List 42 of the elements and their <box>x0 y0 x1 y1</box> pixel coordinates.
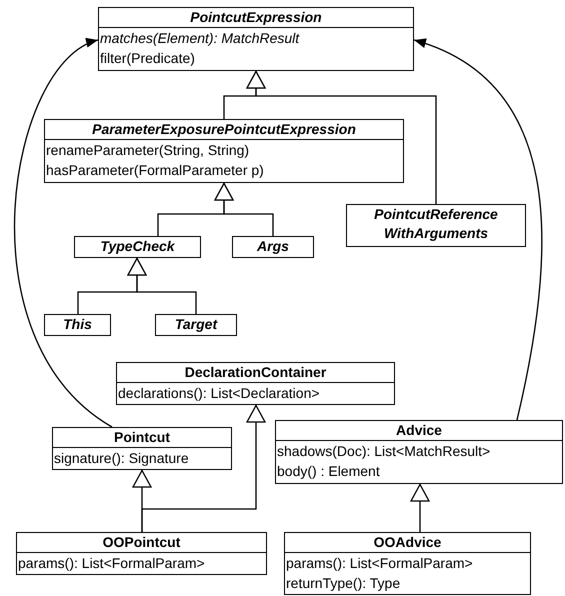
class-name: Pointcut <box>114 429 170 445</box>
method-signature: returnType(): Type <box>286 574 402 593</box>
association-arrow <box>14 39 112 428</box>
method-signature: renameParameter(String, String) <box>46 141 250 160</box>
class-box <box>98 7 414 71</box>
class-box <box>275 420 563 484</box>
class-box <box>52 427 232 470</box>
class-name: OOAdvice <box>374 534 442 550</box>
method-signature: shadows(Doc): List<MatchResult> <box>277 442 492 461</box>
class-box <box>284 532 531 595</box>
association-arrow <box>414 39 542 420</box>
class-name: PointcutExpression <box>190 9 322 25</box>
generalization-arrow <box>141 404 266 532</box>
generalization-arrow <box>246 70 437 204</box>
class-box <box>16 532 267 575</box>
method-signature: params(): List<FormalParam> <box>18 554 206 573</box>
class-name: This <box>63 316 92 332</box>
class-name: OOPointcut <box>102 534 180 550</box>
class-name: DeclarationContainer <box>184 364 326 380</box>
class-box <box>155 314 237 336</box>
class-box <box>346 204 526 247</box>
class-box <box>74 236 201 258</box>
generalization-arrow <box>214 182 274 236</box>
class-name: Args <box>257 238 289 254</box>
class-name: TypeCheck <box>100 238 175 254</box>
method-signature: params(): List<FormalParam> <box>286 554 474 573</box>
generalization-arrow <box>410 484 430 532</box>
class-name: PointcutReference WithArguments <box>374 206 498 241</box>
method-signature: hasParameter(FormalParameter p) <box>46 161 265 180</box>
class-box <box>232 236 314 258</box>
class-box <box>116 362 395 405</box>
method-signature: filter(Predicate) <box>100 49 196 68</box>
method-signature: declarations(): List<Declaration> <box>118 384 321 403</box>
method-signature: body() : Element <box>277 462 381 481</box>
class-box <box>44 314 111 336</box>
generalization-arrow <box>127 258 197 314</box>
class-box <box>44 119 404 183</box>
method-signature: matches(Element): MatchResult <box>100 29 300 48</box>
class-name: Advice <box>396 422 442 438</box>
class-name: Target <box>174 316 218 332</box>
class-name: ParameterExposurePointcutExpression <box>92 121 356 137</box>
method-signature: signature(): Signature <box>54 449 190 468</box>
